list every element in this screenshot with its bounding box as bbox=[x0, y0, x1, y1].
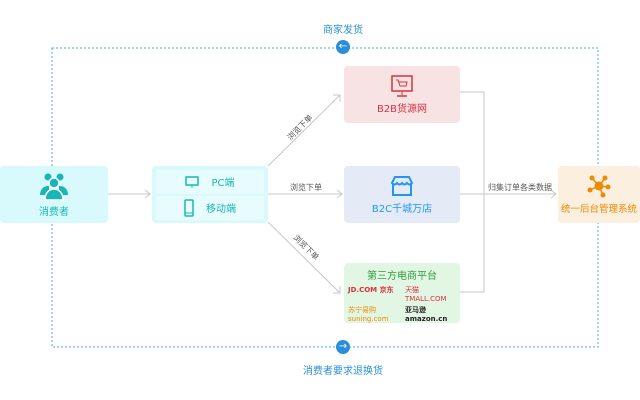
bottom-label: 消费者要求退换货 bbox=[303, 366, 383, 377]
b2c-node: B2C千城万店 bbox=[344, 166, 460, 223]
suning-logo: 苏宁易购 suning.com bbox=[348, 306, 389, 323]
jd-logo: JD.COM 京东 bbox=[348, 286, 394, 294]
edge-label-collect: 归集订单各类数据 bbox=[488, 183, 552, 192]
phone-icon bbox=[184, 198, 194, 217]
channel-mobile: 移动端 bbox=[156, 195, 264, 220]
edge-label-b2c: 浏览下单 bbox=[290, 183, 322, 192]
b2c-label: B2C千城万店 bbox=[371, 203, 433, 215]
tmall-logo: 天猫 TMALL.COM bbox=[405, 286, 447, 303]
channel-mobile-label: 移动端 bbox=[206, 204, 236, 215]
b2b-node: B2B货源网 bbox=[344, 66, 460, 123]
third-party-node: 第三方电商平台 JD.COM 京东 天猫 TMALL.COM 苏宁易购 suni… bbox=[344, 263, 460, 323]
channel-pc-label: PC端 bbox=[211, 178, 235, 189]
b2b-label: B2B货源网 bbox=[376, 103, 428, 115]
backend-label: 统一后台管理系统 bbox=[560, 204, 637, 215]
return-loop-dashed bbox=[51, 47, 599, 348]
channel-node: PC端 移动端 bbox=[152, 166, 268, 223]
arrow-left-icon: ← bbox=[336, 40, 350, 54]
channel-pc: PC端 bbox=[156, 169, 264, 194]
monitor-icon bbox=[185, 175, 200, 188]
top-label: 商家发货 bbox=[323, 25, 363, 36]
consumer-label: 消费者 bbox=[39, 207, 69, 218]
users-icon bbox=[40, 173, 68, 201]
arrow-right-icon: → bbox=[336, 340, 350, 354]
cart-screen-icon bbox=[391, 74, 413, 97]
network-hub-icon bbox=[587, 175, 611, 198]
amazon-logo: 亚马逊 amazon.cn bbox=[405, 306, 448, 323]
backend-node: 统一后台管理系统 bbox=[558, 166, 640, 223]
store-icon bbox=[390, 175, 414, 196]
third-party-title: 第三方电商平台 bbox=[367, 271, 437, 282]
consumer-node: 消费者 bbox=[0, 166, 108, 223]
